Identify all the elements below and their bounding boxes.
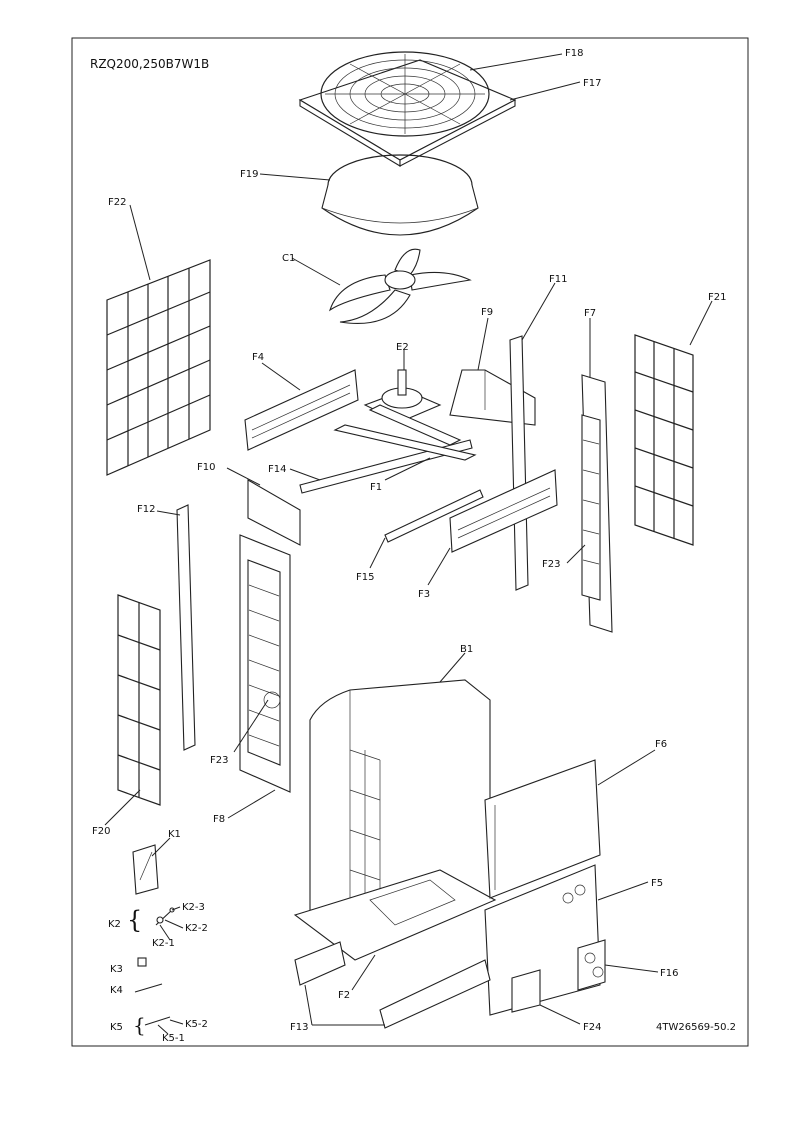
- label-f9: F9: [481, 307, 493, 318]
- label-e2: E2: [396, 342, 409, 353]
- bell-mouth-f19: [321, 154, 479, 236]
- label-c1: C1: [282, 253, 295, 264]
- label-f23-left: F23: [210, 755, 228, 766]
- label-k2-1: K2-1: [152, 938, 175, 949]
- label-k1: K1: [168, 829, 181, 840]
- accessory-k3: [137, 957, 147, 967]
- label-f1: F1: [370, 482, 382, 493]
- skid-f13-left: [294, 941, 346, 986]
- manual-k1: [132, 844, 159, 895]
- fan-guard-f18: [320, 51, 490, 137]
- label-f19: F19: [240, 169, 258, 180]
- bracket-f3: [449, 469, 558, 553]
- label-b1: B1: [460, 644, 473, 655]
- bracket-f4: [244, 369, 359, 451]
- drawing-frame: [71, 37, 749, 1047]
- cover-f24: [511, 969, 541, 1013]
- label-k5: K5: [110, 1022, 123, 1033]
- label-f22: F22: [108, 197, 126, 208]
- support-f1: [333, 404, 477, 461]
- rail-f14: [299, 439, 473, 494]
- accessory-k4: [134, 983, 163, 993]
- label-f8: F8: [213, 814, 225, 825]
- front-panel-f6: [484, 759, 601, 899]
- rail-f15: [384, 489, 484, 543]
- model-title: RZQ200,250B7W1B: [90, 57, 209, 71]
- side-grille-f21: [634, 334, 694, 546]
- label-f13: F13: [290, 1022, 308, 1033]
- label-k3: K3: [110, 964, 123, 975]
- label-k2: K2: [108, 919, 121, 930]
- label-f15: F15: [356, 572, 374, 583]
- side-panel-f8: [239, 534, 291, 793]
- pillar-f12: [176, 504, 196, 751]
- side-grille-f22: [106, 259, 211, 476]
- leader-lines: [104, 53, 713, 1035]
- label-f20: F20: [92, 826, 110, 837]
- fan-motor-e2: [363, 369, 442, 423]
- label-f16: F16: [660, 968, 678, 979]
- label-f4: F4: [252, 352, 264, 363]
- accessory-k5: [144, 1016, 171, 1026]
- top-plate-f17: [298, 59, 517, 167]
- side-grille-f20: [117, 594, 161, 806]
- drawing-number: 4TW26569-50.2: [656, 1022, 736, 1033]
- label-f14: F14: [268, 464, 286, 475]
- brace-k2: {: [127, 906, 142, 934]
- label-k5-2: K5-2: [185, 1019, 208, 1030]
- label-k2-3: K2-3: [182, 902, 205, 913]
- label-f6: F6: [655, 739, 667, 750]
- label-f3: F3: [418, 589, 430, 600]
- label-k5-1: K5-1: [162, 1033, 185, 1044]
- service-cover-f16: [577, 939, 606, 991]
- label-f10: F10: [197, 462, 215, 473]
- label-f18: F18: [565, 48, 583, 59]
- label-k4: K4: [110, 985, 123, 996]
- label-f24: F24: [583, 1022, 601, 1033]
- label-f21: F21: [708, 292, 726, 303]
- label-f2: F2: [338, 990, 350, 1001]
- label-k2-2: K2-2: [185, 923, 208, 934]
- label-f7: F7: [584, 308, 596, 319]
- cover-f10: [247, 479, 301, 546]
- label-f11: F11: [549, 274, 567, 285]
- label-f12: F12: [137, 504, 155, 515]
- label-f5: F5: [651, 878, 663, 889]
- label-f17: F17: [583, 78, 601, 89]
- pillar-f11: [509, 335, 529, 591]
- pillar-f7: [581, 374, 613, 633]
- fan-propeller-c1: [328, 248, 472, 325]
- skid-f13-right: [379, 959, 491, 1029]
- label-f23-right: F23: [542, 559, 560, 570]
- brace-k5: {: [133, 1013, 146, 1037]
